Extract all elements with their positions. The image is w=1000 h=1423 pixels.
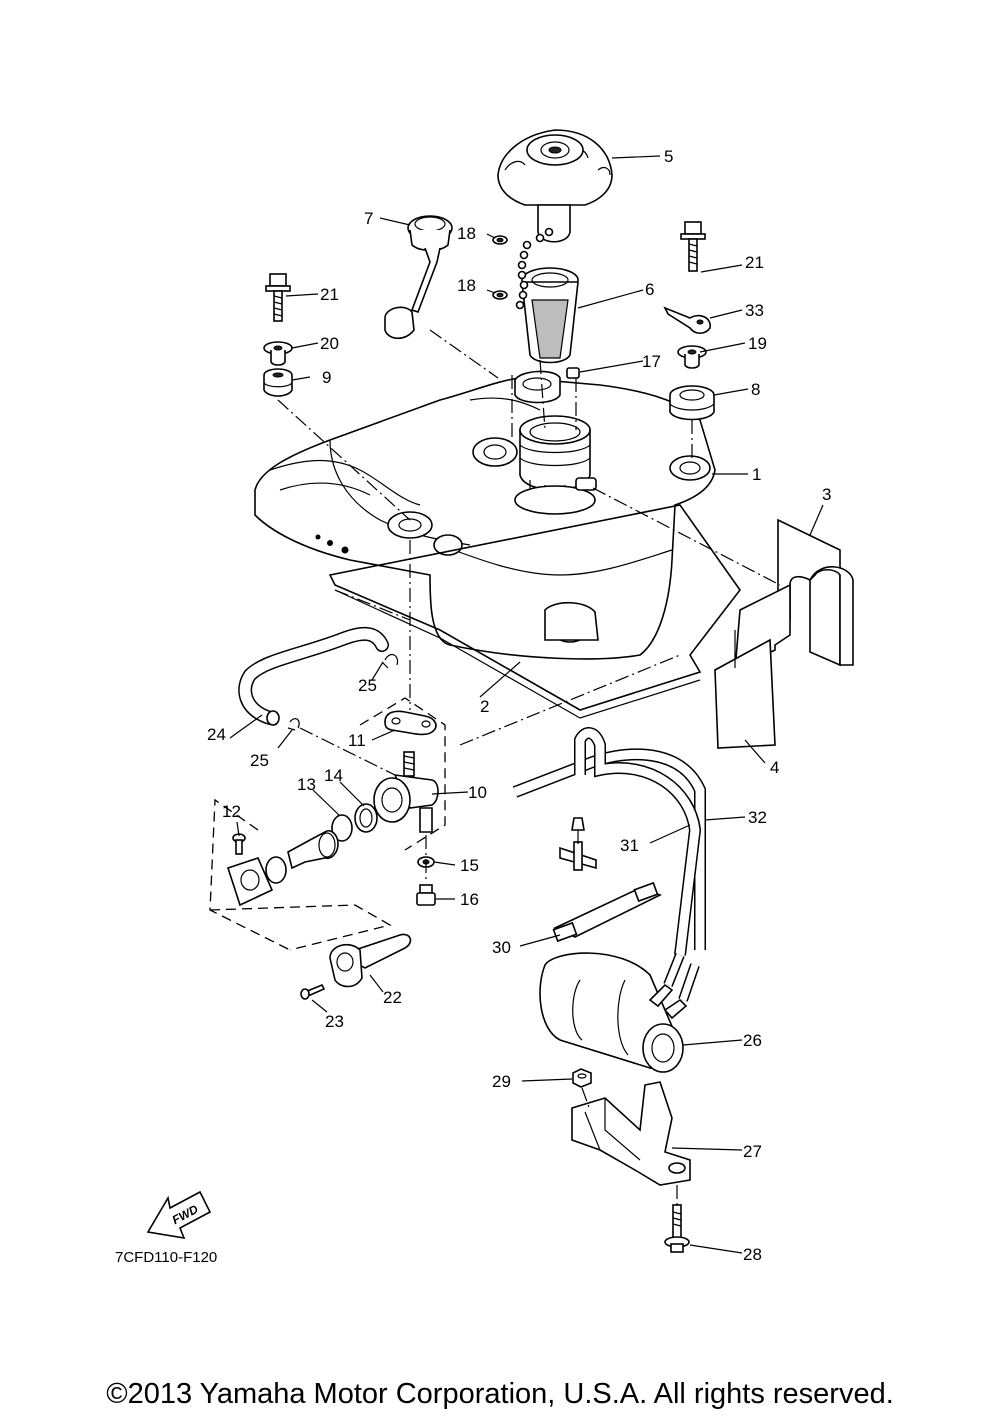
callout-16[interactable]: 16	[460, 890, 479, 909]
drain-screw[interactable]	[416, 884, 436, 906]
callout-25-upper[interactable]: 25	[358, 676, 377, 695]
fuel-lever[interactable]	[329, 933, 412, 988]
lever-plate[interactable]	[226, 857, 274, 907]
breather-hose-32[interactable]	[574, 727, 702, 956]
screw-12[interactable]	[232, 833, 246, 855]
callout-23[interactable]: 23	[325, 1012, 344, 1031]
diagram-code: 7CFD110-F120	[115, 1249, 217, 1266]
clamp[interactable]	[663, 306, 711, 335]
callout-10[interactable]: 10	[468, 783, 487, 802]
callout-21-right[interactable]: 21	[745, 253, 764, 272]
callout-33[interactable]: 33	[745, 301, 764, 320]
fuel-tank[interactable]	[254, 370, 716, 660]
chain-clip-lower[interactable]	[492, 290, 508, 300]
seal[interactable]	[331, 814, 353, 842]
callout-32[interactable]: 32	[748, 808, 767, 827]
fuel-cock[interactable]	[373, 751, 439, 833]
callout-31[interactable]: 31	[620, 836, 639, 855]
hose-clip-upper[interactable]	[381, 653, 399, 669]
screw-23[interactable]	[300, 983, 326, 1000]
o-ring-small[interactable]	[265, 856, 287, 884]
callout-30[interactable]: 30	[492, 938, 511, 957]
callout-26[interactable]: 26	[743, 1031, 762, 1050]
canister-bracket[interactable]	[571, 1081, 691, 1186]
fwd-arrow-icon: FWD	[146, 1190, 212, 1240]
pad-lower[interactable]	[714, 583, 791, 749]
callout-11[interactable]: 11	[348, 731, 366, 750]
grommet-right[interactable]	[669, 385, 715, 421]
bolt-left[interactable]	[265, 273, 291, 322]
callout-4[interactable]: 4	[770, 758, 779, 777]
band[interactable]	[552, 881, 663, 943]
callout-18-lower[interactable]: 18	[457, 276, 476, 295]
breather-hose-31[interactable]	[512, 748, 706, 950]
callout-28[interactable]: 28	[743, 1245, 762, 1264]
callout-17[interactable]: 17	[642, 352, 661, 371]
callout-5[interactable]: 5	[664, 147, 673, 166]
cap-chain	[515, 227, 554, 310]
callout-6[interactable]: 6	[645, 280, 654, 299]
callout-2[interactable]: 2	[480, 697, 489, 716]
clip-17[interactable]	[566, 367, 580, 379]
gasket[interactable]	[384, 710, 437, 736]
canister[interactable]	[539, 952, 700, 1073]
hose-clip-lower[interactable]	[287, 718, 300, 731]
assembly-lines	[209, 329, 781, 1205]
callout-7[interactable]: 7	[364, 209, 373, 228]
callout-12[interactable]: 12	[222, 802, 241, 821]
collar-left[interactable]	[263, 341, 293, 366]
callout-14[interactable]: 14	[324, 766, 343, 785]
callout-18-upper[interactable]: 18	[457, 224, 476, 243]
leader-lines	[229, 155, 824, 1254]
collar-right[interactable]	[677, 345, 707, 369]
fuel-hose[interactable]	[238, 626, 389, 726]
valve-shaft[interactable]	[287, 829, 339, 870]
callout-27[interactable]: 27	[743, 1142, 762, 1161]
callout-3[interactable]: 3	[822, 485, 831, 504]
copyright-notice: ©2013 Yamaha Motor Corporation, U.S.A. A…	[106, 1378, 894, 1410]
callout-8[interactable]: 8	[751, 380, 760, 399]
callout-20[interactable]: 20	[320, 334, 339, 353]
callout-1[interactable]: 1	[752, 465, 761, 484]
callout-21-left[interactable]: 21	[320, 285, 339, 304]
bolt-right[interactable]	[680, 221, 706, 272]
fuel-strainer[interactable]	[521, 267, 579, 364]
callout-25-lower[interactable]: 25	[250, 751, 269, 770]
bolt-28[interactable]	[664, 1204, 690, 1253]
callout-19[interactable]: 19	[748, 334, 767, 353]
callout-9[interactable]: 9	[322, 368, 331, 387]
callout-24[interactable]: 24	[207, 725, 226, 744]
callout-numbers: 1 2 3 4 5 6 7 8 9 10 11 12 13 14 15 16 1…	[207, 147, 831, 1264]
callout-22[interactable]: 22	[383, 988, 402, 1007]
callout-13[interactable]: 13	[297, 775, 316, 794]
fuel-gauge[interactable]	[384, 215, 453, 340]
callout-15[interactable]: 15	[460, 856, 479, 875]
tank-pad[interactable]	[328, 504, 741, 719]
grommet-left[interactable]	[263, 368, 293, 397]
nut[interactable]	[572, 1068, 592, 1088]
t-joint[interactable]	[559, 841, 597, 871]
callout-29[interactable]: 29	[492, 1072, 511, 1091]
fuel-cap[interactable]	[497, 129, 613, 243]
o-ring[interactable]	[354, 803, 378, 833]
joint-clip[interactable]	[571, 817, 585, 831]
chain-clip-upper[interactable]	[492, 235, 508, 245]
